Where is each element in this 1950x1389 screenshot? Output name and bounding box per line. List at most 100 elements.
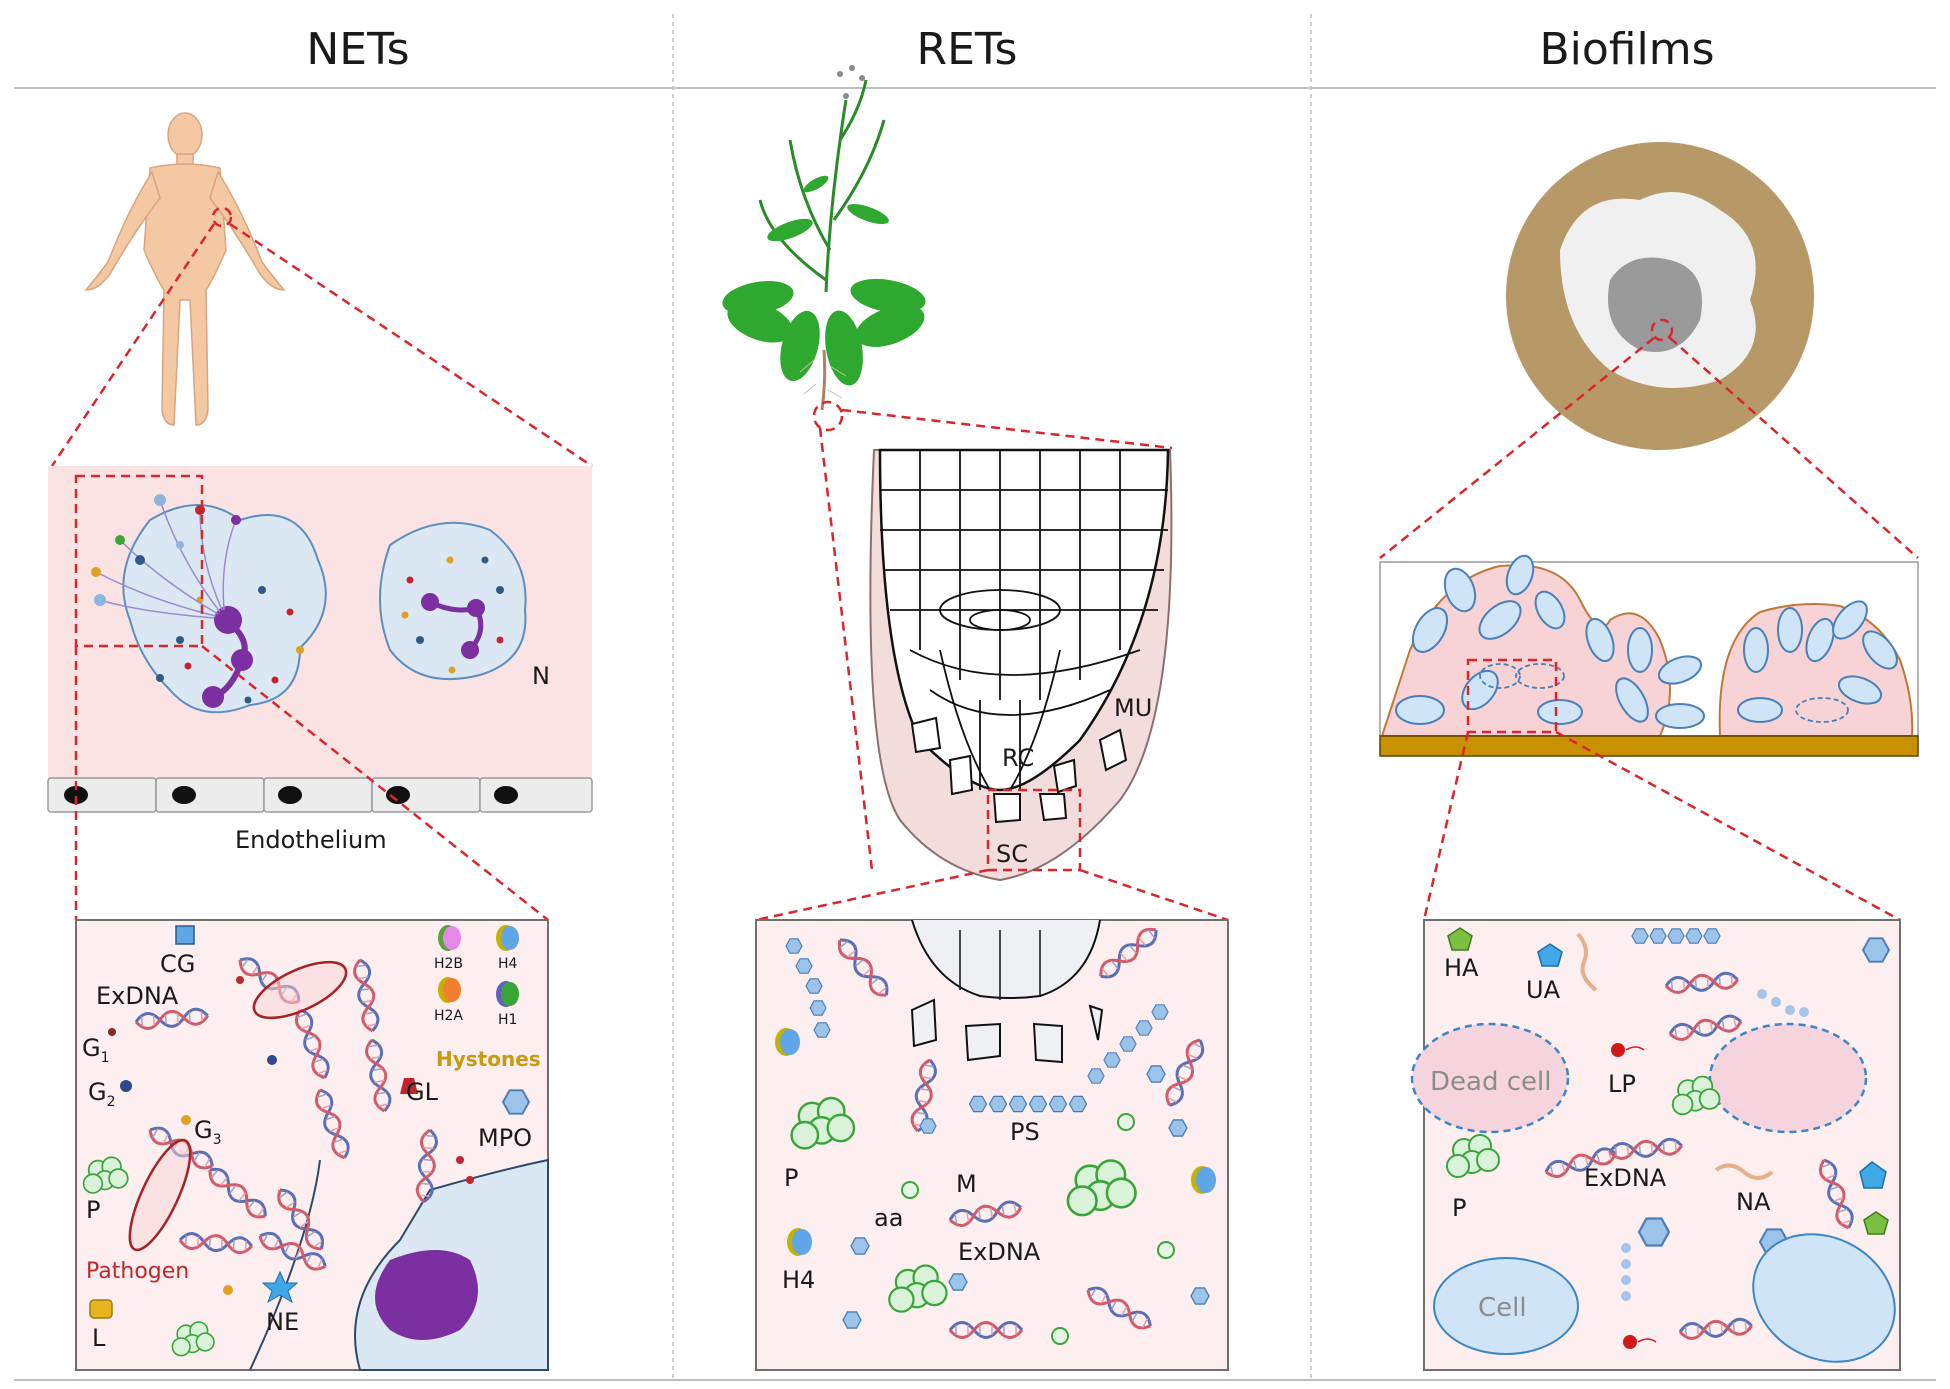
zoom-line xyxy=(229,222,593,468)
histones-label: Hystones xyxy=(436,1047,541,1071)
header-biofilms: Biofilms xyxy=(1539,24,1714,75)
header-nets: NETs xyxy=(306,24,409,75)
granule-icon xyxy=(267,1055,277,1065)
border-cells xyxy=(910,716,1128,824)
zoom-box-biofilm xyxy=(1466,658,1558,734)
granule-icon xyxy=(108,1028,116,1036)
h1-label: H1 xyxy=(498,1012,517,1028)
amino-chain xyxy=(1621,989,1809,1301)
ha-label: HA xyxy=(1444,954,1479,982)
zoom-line xyxy=(1379,337,1655,559)
cell-label: Cell xyxy=(1478,1293,1527,1323)
polysaccharide-chain xyxy=(1631,928,1721,944)
zoom-line xyxy=(201,645,549,921)
lysozyme-icon xyxy=(89,1299,113,1319)
gl-label: GL xyxy=(406,1078,439,1106)
nucleus-lobes xyxy=(202,593,485,708)
granule-icon xyxy=(181,1115,191,1125)
pathogen-label: Pathogen xyxy=(86,1259,189,1284)
endothelium-label: Endothelium xyxy=(235,826,387,854)
biofilm-sample-icon xyxy=(1506,142,1814,450)
hexagon-protein-icon xyxy=(1862,937,1890,963)
border-cells xyxy=(910,998,1104,1064)
m-label: M xyxy=(956,1170,977,1198)
root-tip-cells xyxy=(911,919,1101,999)
dead-cells xyxy=(1479,663,1849,723)
cg-label: CG xyxy=(160,950,195,978)
uronic-acid-icon xyxy=(1537,943,1563,967)
zoom-box-nets xyxy=(74,474,204,648)
rc-label: RC xyxy=(1002,744,1034,772)
net-particles xyxy=(91,494,241,606)
dead-cell xyxy=(1410,1022,1570,1134)
human-figure-icon xyxy=(84,112,286,426)
pathogen-ellipse xyxy=(252,960,348,1020)
pathogen-ellipse xyxy=(128,1138,192,1252)
p-label: P xyxy=(86,1196,100,1224)
dead-cell xyxy=(1708,1022,1868,1134)
zoom-circle-biofilm xyxy=(1650,318,1674,342)
zoom-line xyxy=(1669,337,1919,559)
exdna-label: ExDNA xyxy=(96,982,179,1010)
amino-acid-icon xyxy=(901,1113,1175,1345)
g1-label: G1 xyxy=(82,1034,110,1066)
lipoprotein-tail xyxy=(1625,1046,1645,1051)
uronic-acid-icon xyxy=(1859,1161,1887,1189)
h2b-label: H2B xyxy=(434,956,463,972)
lipoprotein-icon xyxy=(1623,1335,1637,1349)
neutrophil-intact xyxy=(379,521,527,681)
mpo-icon xyxy=(502,1089,530,1115)
granule-icon xyxy=(466,1176,474,1184)
ne-label: NE xyxy=(266,1308,299,1336)
root-meristem xyxy=(878,448,1170,792)
nucleus-lobe xyxy=(375,1250,478,1340)
granule-icon xyxy=(236,976,244,984)
lipoprotein-tail xyxy=(1637,1338,1657,1343)
mu-label: MU xyxy=(1114,694,1152,722)
g3-label: G3 xyxy=(194,1116,222,1148)
substrate xyxy=(1379,735,1919,757)
h2a-label: H2A xyxy=(434,1008,463,1024)
aa-label: aa xyxy=(874,1204,903,1232)
lipid-icon xyxy=(1576,932,1598,992)
zoom-circle-human xyxy=(211,206,233,228)
sc-label: SC xyxy=(996,840,1028,868)
gelatinase-icon xyxy=(400,1078,418,1094)
dead-cell-label: Dead cell xyxy=(1430,1067,1551,1097)
histone-icon xyxy=(1191,1166,1216,1194)
ua-label: UA xyxy=(1526,976,1561,1004)
hexagon-protein-icon xyxy=(1637,1217,1671,1247)
zoom-circle-root xyxy=(812,400,844,432)
neutrophil-label: N xyxy=(532,662,550,690)
histone-icon xyxy=(438,925,519,1007)
histone-icon xyxy=(775,1028,800,1056)
endothelium-cells xyxy=(47,777,593,813)
histone-icon xyxy=(787,1228,812,1256)
header-rets: RETs xyxy=(917,24,1018,75)
l-label: L xyxy=(92,1324,106,1352)
root-tip-cell-walls xyxy=(959,930,1041,1000)
ps-label: PS xyxy=(1010,1118,1040,1146)
root-cell-walls xyxy=(880,450,1168,791)
cell xyxy=(1433,1257,1579,1355)
g2-label: G2 xyxy=(88,1078,116,1110)
elastase-icon xyxy=(261,1270,299,1304)
cell-membrane xyxy=(249,1159,321,1371)
zoom-line xyxy=(755,868,989,922)
na-label: NA xyxy=(1736,1188,1771,1216)
exdna-label: ExDNA xyxy=(1584,1164,1667,1192)
h4-label: H4 xyxy=(782,1266,815,1294)
bacterial-cells xyxy=(1395,554,1898,729)
p-label: P xyxy=(1452,1194,1466,1222)
zoom-box-rets xyxy=(986,788,1082,872)
granule-icon xyxy=(223,1285,233,1295)
p-label: P xyxy=(784,1164,798,1192)
zoom-line xyxy=(50,223,216,467)
lp-label: LP xyxy=(1608,1070,1636,1098)
hyaluronic-acid-icon xyxy=(1447,927,1473,951)
zoom-line xyxy=(1555,730,1901,922)
plant-icon xyxy=(722,65,926,411)
granule-icon xyxy=(120,1080,132,1092)
h4-label: H4 xyxy=(498,956,518,972)
